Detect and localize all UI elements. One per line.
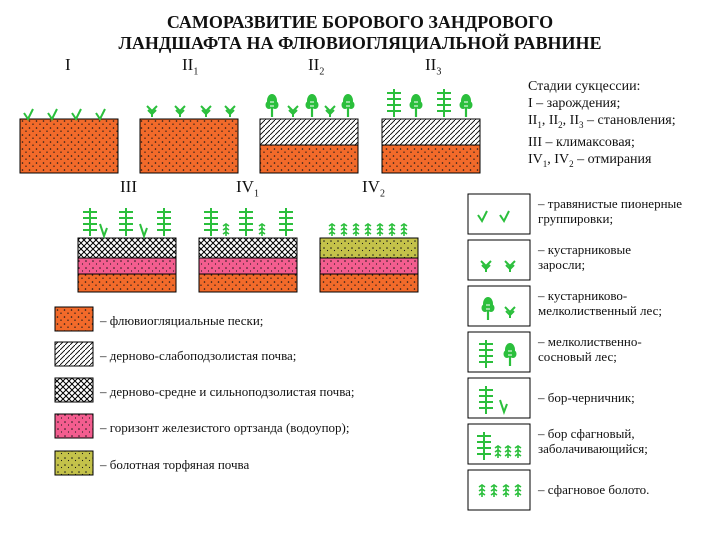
veg-box-grass — [467, 193, 531, 235]
profile-IV1 — [198, 207, 298, 293]
legend-bilberry-label: – бор-черничник; — [538, 390, 635, 405]
succession-stages-legend: Стадии сукцессии: I – зарождения; II1, I… — [528, 78, 718, 173]
veg-box-sphagnum-forest — [467, 423, 531, 465]
swatch-ortsand — [54, 413, 94, 439]
profile-II3 — [381, 88, 481, 174]
title-line-2: ЛАНДШАФТА НА ФЛЮВИОГЛЯЦИАЛЬНОЙ РАВНИНЕ — [118, 33, 602, 53]
veg-box-shrub-forest — [467, 285, 531, 327]
succession-stage-1: I – зарождения; — [528, 96, 621, 111]
stage-label-II2: II2 — [308, 55, 325, 78]
legend-pine-forest-label: – мелколиственно-сосновый лес; — [538, 334, 642, 364]
stage-label-III: III — [120, 177, 137, 196]
swatch-sand — [54, 306, 94, 332]
stage-label-II1: II1 — [182, 55, 199, 78]
stage-label-II3: II3 — [425, 55, 442, 78]
succession-stage-2: II1, II2, II3 – становления; — [528, 113, 676, 130]
legend-sphagnum-forest-label: – бор сфагновый,заболачивающийся; — [538, 426, 648, 456]
profile-IV2 — [319, 223, 419, 293]
veg-box-pine-forest — [467, 331, 531, 373]
legend-weak-podzol-label: – дерново-слабоподзолистая почва; — [100, 348, 297, 363]
legend-medium-podzol-label: – дерново-средне и сильноподзолистая поч… — [100, 384, 355, 399]
swatch-peat — [54, 450, 94, 476]
veg-box-bilberry — [467, 377, 531, 419]
profile-II1 — [139, 105, 239, 174]
legend-bog-label: – сфагновое болото. — [538, 482, 650, 497]
stage-label-I: I — [65, 55, 71, 74]
stage-label-IV1: IV1 — [236, 177, 259, 200]
legend-sand-label: – флювиогляциальные пески; — [100, 313, 264, 328]
profile-III — [77, 207, 177, 293]
stage-label-IV2: IV2 — [362, 177, 385, 200]
legend-ortsand-label: – горизонт железистого ортзанда (водоупо… — [100, 420, 350, 435]
veg-box-shrub — [467, 239, 531, 281]
legend-peat-label: – болотная торфяная почва — [100, 457, 250, 472]
succession-heading: Стадии сукцессии: — [528, 79, 641, 94]
profile-II2 — [259, 92, 359, 174]
succession-stage-4: IV1, IV2 – отмирания — [528, 151, 652, 169]
title-line-1: САМОРАЗВИТИЕ БОРОВОГО ЗАНДРОВОГО — [166, 12, 554, 32]
legend-shrub-forest-label: – кустарниково-мелколиственный лес; — [538, 288, 663, 318]
swatch-medium-podzol — [54, 377, 94, 403]
swatch-weak-podzol — [54, 341, 94, 367]
veg-box-bog — [467, 469, 531, 511]
succession-stage-3: III – климаксовая; — [528, 134, 635, 150]
profile-I — [19, 108, 119, 174]
